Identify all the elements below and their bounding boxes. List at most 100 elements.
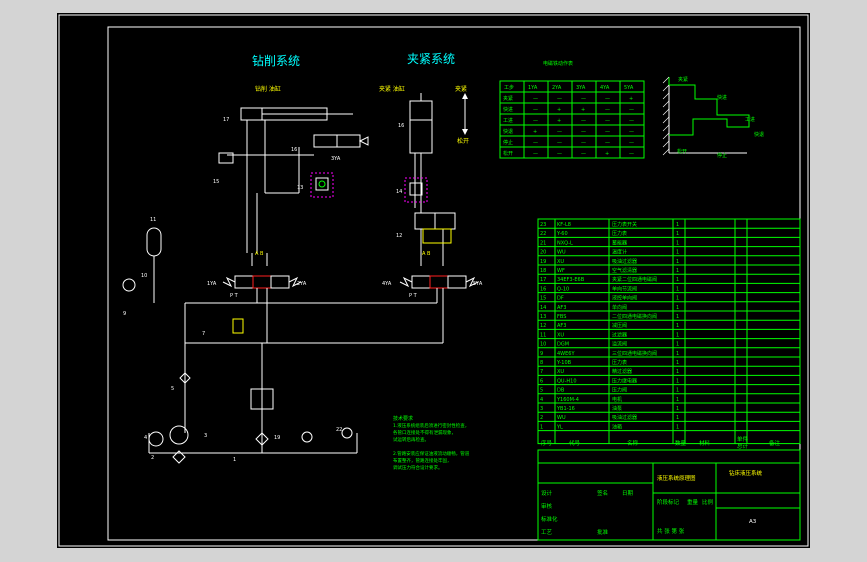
clamp-arrow-down: [462, 129, 468, 135]
seq-header-cell: 5YA: [624, 85, 634, 91]
bom-cell: XU: [557, 259, 564, 265]
tb-sign: 签名: [597, 489, 608, 497]
seq-cell: 夹紧: [503, 95, 513, 102]
drill-directional-valve: [222, 275, 302, 289]
bom-cell: XU: [557, 369, 564, 375]
note-line: 试运转后再检查。: [393, 436, 429, 443]
seq-cell: —: [557, 140, 562, 146]
bom-cell: 1: [676, 332, 679, 338]
seq-cell: —: [557, 96, 562, 102]
bom-cell: 1: [540, 424, 543, 430]
tb-sheet: A3: [749, 519, 757, 525]
bom-cell: 11: [540, 332, 546, 338]
seq-cell: —: [629, 151, 634, 157]
bom-cell: 液控单向阀: [612, 295, 637, 302]
tb-drawing-name: 液压系统原理图: [657, 474, 696, 482]
ya3-label: 3YA: [331, 156, 341, 162]
seq-cell: +: [605, 151, 609, 157]
bom-cell: 油箱: [612, 423, 622, 430]
bom-cell: 1: [676, 286, 679, 292]
valve-13-core: [318, 180, 326, 188]
bom-cell: 4: [540, 397, 543, 403]
valve-13: [315, 177, 329, 191]
bom-cell: 1: [676, 314, 679, 320]
note-line: 调试压力符合设计要求。: [393, 464, 443, 471]
clamp-arrow-up: [462, 93, 468, 99]
num-12: 12: [396, 233, 402, 239]
bom-cell: Y-10B: [556, 360, 572, 366]
note-line: 1.液压系统组装后须进行密封性检查，: [393, 422, 469, 429]
bom-cell: 7: [540, 369, 543, 375]
seq-cell: —: [581, 118, 586, 124]
seq-cell: +: [581, 107, 585, 113]
tb-scale: 比例: [702, 498, 714, 506]
seq-header-cell: 工步: [504, 85, 514, 91]
bom-cell: 1: [676, 259, 679, 265]
num-16b: 16: [398, 123, 404, 129]
cycle-diagram: [668, 77, 750, 154]
bom-cell: 1: [676, 388, 679, 394]
seq-cell: —: [629, 107, 634, 113]
bom-cell: 1: [676, 342, 679, 348]
bom-cell: WU: [557, 415, 566, 421]
tb-note-header: 备注: [769, 439, 781, 447]
bom-cell: 1: [676, 415, 679, 421]
bom-cell: 温度计: [612, 249, 627, 256]
cycle-labels: 夹紧 快进 工进 快退 停止 松开: [677, 76, 764, 159]
tb-process: 工艺: [541, 529, 553, 536]
seq-cell: —: [581, 129, 586, 135]
bom-cell: 压力表: [612, 359, 627, 366]
bom-cell: 3: [540, 406, 543, 412]
bom-cell: AF3: [557, 323, 566, 329]
pt-label-clamp: P T: [409, 293, 418, 299]
bom-cell: 34EF3-E6B: [557, 277, 585, 283]
num-7: 7: [202, 331, 205, 337]
bom-cell: 蓄能器: [612, 239, 627, 246]
note-line: 布置整齐，管路连接处牢固，: [393, 457, 452, 464]
bom-cell: 16: [540, 286, 546, 292]
tb-std: 标准化: [541, 515, 558, 523]
bom-cell: NXQ-L: [557, 240, 573, 246]
tb-weight: 重量: [687, 498, 699, 506]
num-11: 11: [150, 217, 156, 223]
ya1-label: 1YA: [207, 281, 217, 287]
valve-6: [232, 318, 244, 334]
bom-cell: DB: [557, 388, 565, 394]
bom-cell: Q-10: [557, 286, 569, 292]
bom-cell: 单向阀: [612, 304, 627, 311]
tb-name-header: 名称: [627, 439, 639, 447]
num-9: 9: [123, 311, 126, 317]
drawing-svg: 钻削系统 夹紧系统 钻削 油缸 夹紧 油缸 1YA 2YA A B P T: [58, 14, 809, 547]
bom-cell: 14: [540, 305, 546, 311]
num-22: 22: [336, 427, 342, 433]
bom-table: [537, 218, 801, 445]
bom-cell: 1: [676, 231, 679, 237]
seq-cell: 快退: [503, 128, 513, 135]
seq-header-cell: 4YA: [600, 85, 610, 91]
valve-14-box: [404, 177, 428, 203]
drill-circuit: [218, 107, 369, 266]
bom-cell: 20: [540, 250, 546, 256]
bom-cell: 1: [676, 305, 679, 311]
bom-cell: 过滤器: [612, 331, 627, 338]
bom-cell: 17: [540, 277, 546, 283]
bom-cell: 1: [676, 250, 679, 256]
seq-cell: +: [533, 129, 537, 135]
bom-cell: 1: [676, 268, 679, 274]
bom-cell: 精过滤器: [612, 368, 632, 375]
bom-cell: 5: [540, 388, 543, 394]
bom-cell: 三位四通电磁换向阀: [612, 350, 657, 357]
bom-cell: 23: [540, 222, 546, 228]
bom-cell: 溢流阀: [612, 341, 627, 348]
seq-cell: —: [581, 96, 586, 102]
seq-cell: 松开: [503, 150, 513, 157]
ab-label-drill: A B: [255, 251, 264, 257]
clamp-circuit: [409, 93, 456, 266]
seq-cell: —: [605, 140, 610, 146]
seq-table-title: 电磁铁动作表: [543, 60, 573, 67]
tb-stage: 阶段标记: [657, 498, 680, 506]
bom-cell: 1: [676, 296, 679, 302]
seq-cell: —: [533, 107, 538, 113]
note-line: 2.管路安装应保证油液流动顺畅，管道: [393, 450, 470, 457]
